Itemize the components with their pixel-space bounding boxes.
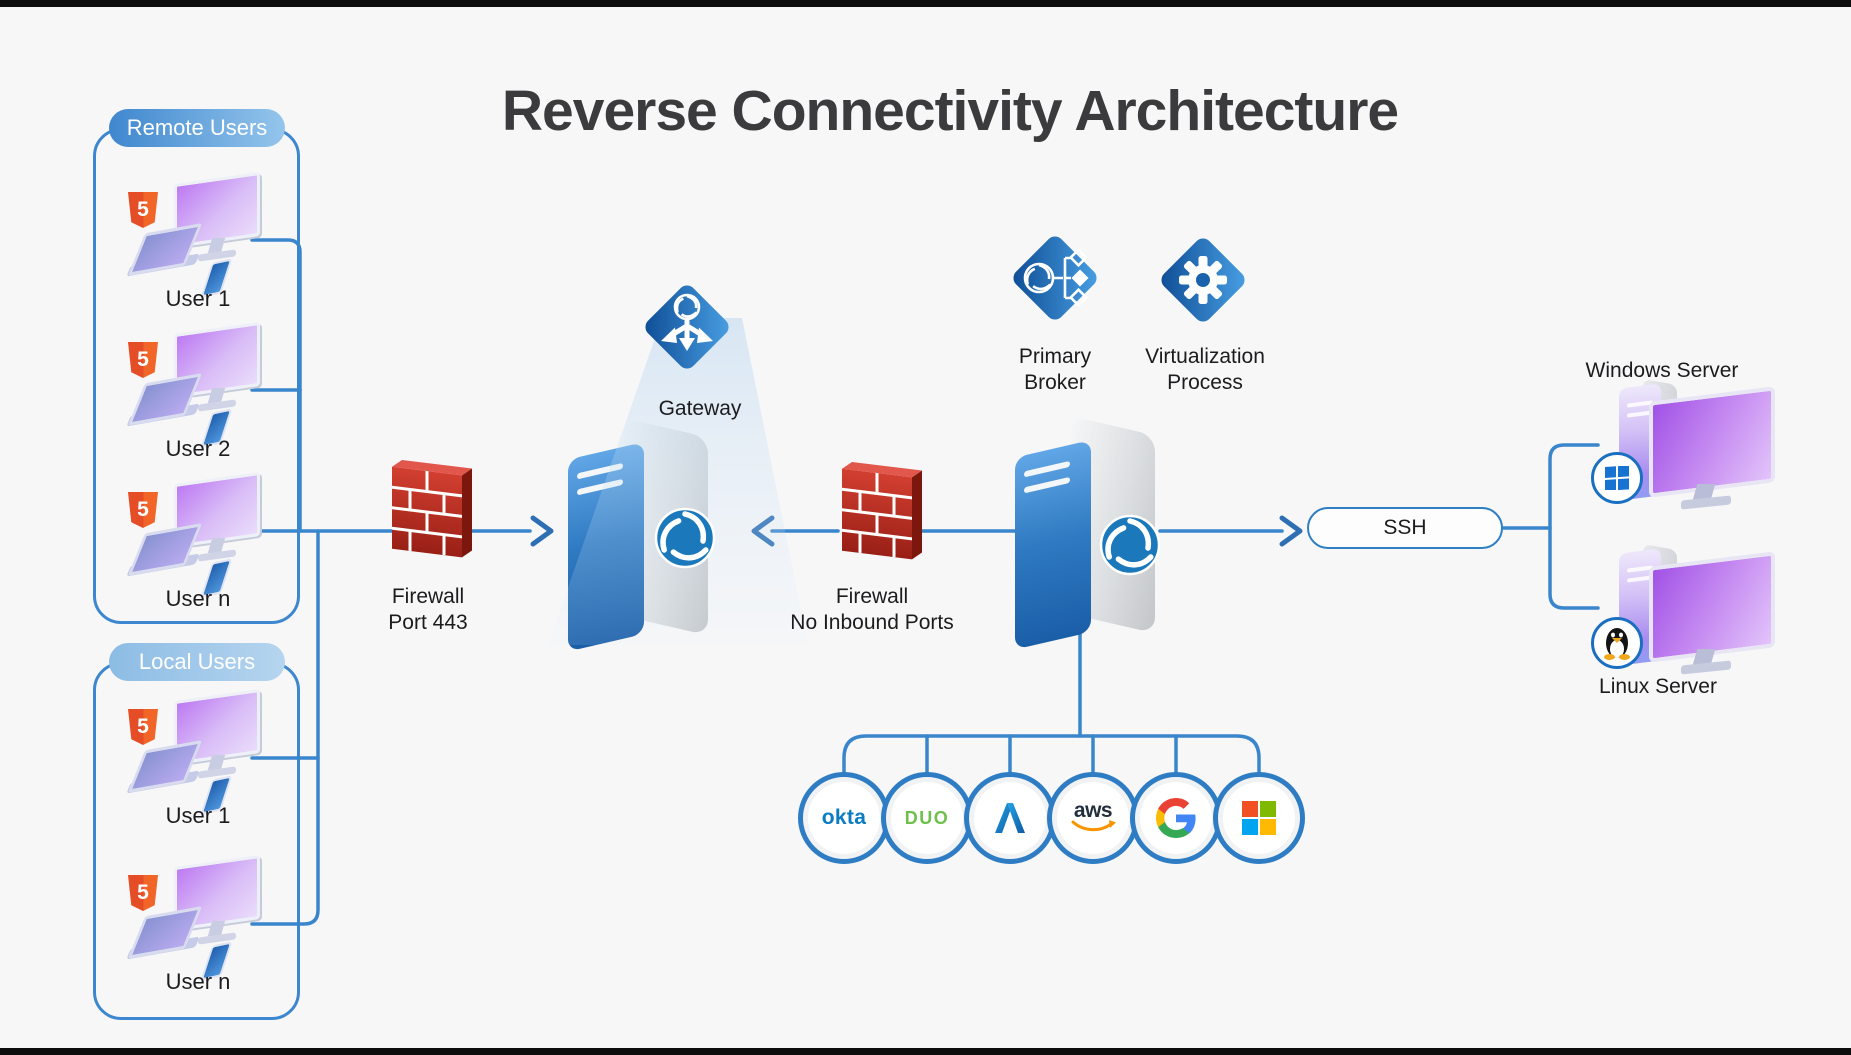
firewall-icon xyxy=(842,461,922,560)
edge-idp-bus xyxy=(842,734,1261,782)
html5-icon: 5 xyxy=(128,709,158,745)
tux-linux-icon xyxy=(1591,617,1643,669)
globe-icon xyxy=(654,507,716,569)
idp-aws: aws xyxy=(1047,772,1139,864)
remote-users-pill: Remote Users xyxy=(109,109,285,147)
laptop-icon xyxy=(127,740,203,793)
microsoft-logo-icon xyxy=(1242,801,1276,835)
page-title: Reverse Connectivity Architecture xyxy=(501,79,1399,143)
user-device-local-n: 5 User n xyxy=(126,854,268,995)
user-label: User 1 xyxy=(165,286,231,311)
laptop-icon xyxy=(127,523,203,576)
linux-server-label: Linux Server xyxy=(1599,675,1717,698)
user-label: User 1 xyxy=(165,803,231,828)
user-device-remote-2: 5 User 2 xyxy=(126,321,268,462)
laptop-icon xyxy=(127,906,203,959)
user-label: User 2 xyxy=(165,436,231,461)
edge-server-bracket xyxy=(1548,443,1600,610)
user-label: User n xyxy=(165,969,231,994)
user-device-remote-n: 5 User n xyxy=(126,471,268,612)
idp-microsoft xyxy=(1213,772,1305,864)
okta-logo: okta xyxy=(821,806,867,829)
laptop-icon xyxy=(127,223,203,276)
local-users-pill: Local Users xyxy=(109,643,285,681)
arrowhead-to-ssh xyxy=(1279,515,1303,547)
letterbox-bottom xyxy=(0,1048,1851,1055)
user-label: User n xyxy=(165,586,231,611)
google-logo-icon xyxy=(1156,798,1196,838)
user-device-remote-1: 5 User 1 xyxy=(126,171,268,312)
idp-google xyxy=(1130,772,1222,864)
aws-smile-icon xyxy=(1071,820,1116,832)
laptop-icon xyxy=(127,373,203,426)
gateway-label: Gateway xyxy=(658,397,742,420)
windows-server-icon xyxy=(1585,379,1800,520)
edge-local-bus xyxy=(250,529,320,926)
linux-server-icon xyxy=(1585,544,1800,685)
pc-monitor xyxy=(1649,386,1775,498)
arrowhead-to-server1 xyxy=(530,515,554,547)
arrowhead-to-server1-left xyxy=(751,515,775,547)
edge-remote-bus xyxy=(250,238,302,533)
html5-icon: 5 xyxy=(128,875,158,911)
idp-azure xyxy=(964,772,1056,864)
letterbox-top xyxy=(0,0,1851,7)
firewall-icon xyxy=(392,459,472,558)
html5-icon: 5 xyxy=(128,192,158,228)
idp-duo: DUO xyxy=(881,772,973,864)
primary-broker-icon xyxy=(1013,236,1097,320)
ssh-pill: SSH xyxy=(1307,507,1503,549)
html5-icon: 5 xyxy=(128,342,158,378)
html5-icon: 5 xyxy=(128,492,158,528)
user-device-local-1: 5 User 1 xyxy=(126,688,268,829)
pc-monitor xyxy=(1649,551,1775,663)
duo-logo: DUO xyxy=(904,807,950,828)
idp-okta: okta xyxy=(798,772,890,864)
aws-logo: aws xyxy=(1073,799,1113,822)
virtualization-icon xyxy=(1161,238,1245,322)
globe-icon xyxy=(1099,514,1161,576)
windows-logo-icon xyxy=(1591,452,1643,504)
azure-logo-icon xyxy=(995,803,1025,833)
windows-server-label: Windows Server xyxy=(1585,359,1739,382)
gateway-icon xyxy=(645,285,729,369)
